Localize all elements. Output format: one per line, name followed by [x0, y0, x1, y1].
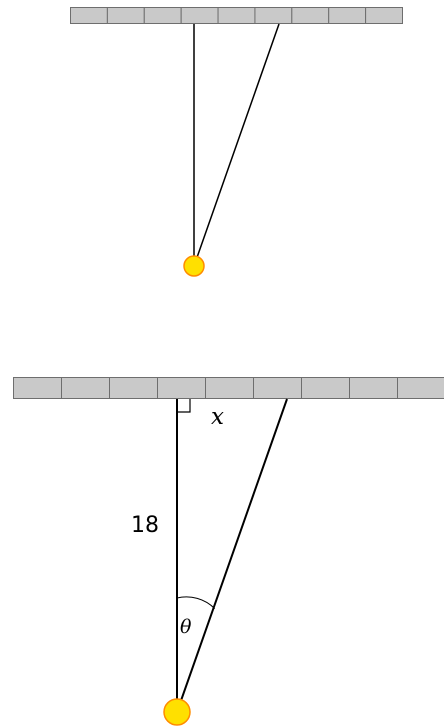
top-slanted-string	[193, 23, 280, 267]
bottom-pendulum-figure: 18 x θ	[13, 377, 444, 726]
bottom-ceiling-tile	[397, 377, 444, 399]
angle-label: θ	[180, 616, 192, 638]
top-ceiling-tile	[70, 7, 108, 24]
right-angle-marker	[177, 399, 191, 413]
bottom-ceiling-tile	[253, 377, 302, 399]
top-ceiling-tile	[143, 7, 182, 24]
bottom-pendulum-bob	[163, 698, 191, 726]
top-ceiling	[70, 7, 403, 24]
top-ceiling-tile	[180, 7, 219, 24]
bottom-ceiling-tile	[157, 377, 206, 399]
top-ceiling-tile	[106, 7, 145, 24]
top-ceiling-tile	[291, 7, 330, 24]
top-pendulum-figure	[70, 7, 403, 277]
angle-arc	[176, 596, 216, 609]
bottom-ceiling-tile	[205, 377, 254, 399]
bottom-ceiling	[13, 377, 444, 399]
bottom-ceiling-tile	[349, 377, 398, 399]
vertical-length-label: 18	[131, 513, 159, 538]
bottom-ceiling-tile	[301, 377, 350, 399]
bottom-ceiling-tile	[109, 377, 158, 399]
top-ceiling-tile	[217, 7, 256, 24]
horizontal-distance-label: x	[211, 404, 224, 430]
top-ceiling-tile	[365, 7, 403, 24]
bottom-ceiling-tile	[13, 377, 62, 399]
top-pendulum-bob	[183, 255, 205, 277]
top-ceiling-tile	[328, 7, 367, 24]
bottom-slanted-string	[176, 398, 288, 713]
bottom-ceiling-tile	[61, 377, 110, 399]
top-ceiling-tile	[254, 7, 293, 24]
